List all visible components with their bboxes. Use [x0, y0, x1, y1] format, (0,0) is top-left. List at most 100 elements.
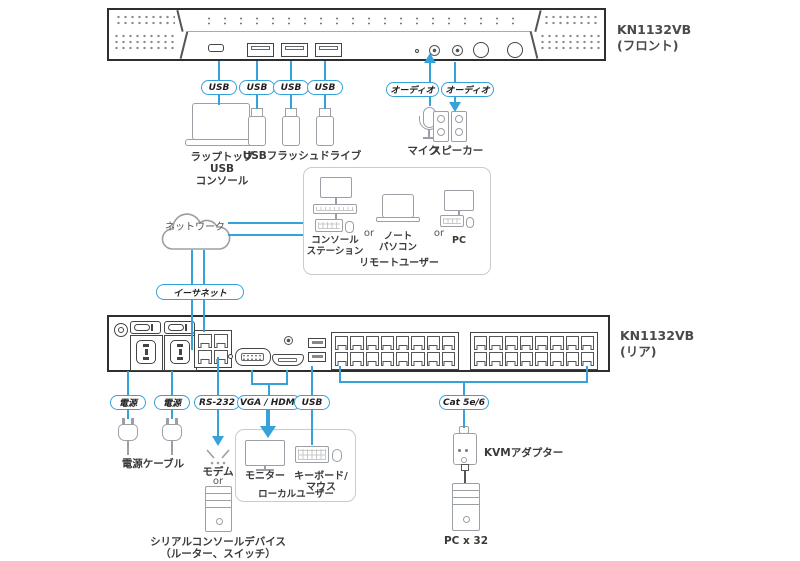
- front-divider-right-top: [534, 10, 542, 32]
- rj45-port: [411, 352, 425, 366]
- pc-tower-icon: [452, 483, 480, 531]
- usb-tag-2: USB: [239, 80, 275, 95]
- power-plug-icon-2: [162, 424, 182, 441]
- serial-device-label-1: シリアルコンソールデバイス: [150, 536, 286, 548]
- remote-laptop-base: [376, 217, 420, 222]
- audio-tag-1: オーディオ: [386, 82, 439, 97]
- power-switch-2: [164, 321, 195, 334]
- vga-hdmi-arrow: [260, 426, 276, 438]
- rj45-port: [580, 336, 594, 350]
- rj45-port: [441, 352, 455, 366]
- usb-port-2: [281, 43, 308, 57]
- rear-usb-tag: USB: [294, 395, 330, 410]
- rj45-port: [350, 352, 364, 366]
- local-user-title: ローカルユーザー: [258, 489, 334, 500]
- hdmi-port: [272, 354, 304, 366]
- rear-usb-port-2: [308, 352, 326, 362]
- rj45-port: [519, 352, 533, 366]
- remote-pc-label: PC: [452, 235, 466, 246]
- rj45-port: [474, 352, 488, 366]
- front-divider-left-top: [176, 10, 184, 32]
- front-panel-label: KN1132VB (フロント): [617, 22, 691, 55]
- remote-user-box: コンソール ステーション or ノート パソコン or PC リモートユーザー: [303, 167, 491, 275]
- flash-drive-label: USBフラッシュドライブ: [242, 150, 362, 162]
- panel-button-1: [473, 42, 489, 58]
- vga-screw-left: [228, 354, 233, 359]
- laptop-label-3: コンソール: [195, 175, 249, 187]
- rj45-port: [489, 352, 503, 366]
- local-mouse-label: マウス: [306, 482, 336, 493]
- rj45-port: [411, 336, 425, 350]
- rj45-port: [365, 352, 379, 366]
- rj45-port: [550, 336, 564, 350]
- server-tower-icon: [205, 486, 232, 532]
- remote-laptop-label-2: パソコン: [378, 242, 417, 253]
- rj45-port: [198, 334, 212, 348]
- console-label-2: ステーション: [306, 246, 364, 257]
- speaker-label: スピーカー: [430, 145, 484, 157]
- kvm-adapter-label: KVMアダプター: [484, 447, 564, 459]
- rj45-port: [474, 336, 488, 350]
- local-monitor-stem: [264, 466, 266, 469]
- rj45-port: [441, 336, 455, 350]
- remote-laptop-icon: [382, 194, 414, 218]
- usb-flash-drive-icon-2: [282, 116, 300, 146]
- rj45-port: [380, 352, 394, 366]
- power-tag-2: 電源: [154, 395, 190, 410]
- power-switch-1: [130, 321, 161, 334]
- ground-screw: [114, 323, 128, 337]
- rj45-port: [335, 352, 349, 366]
- power-cable-1: [127, 441, 129, 455]
- front-crease: [187, 31, 531, 32]
- cat-center-line: [463, 381, 465, 396]
- ethernet-tag: イーサネット: [156, 284, 244, 300]
- laptop-icon: [192, 103, 250, 140]
- microphone-stem: [428, 130, 430, 137]
- console-station-icon: [313, 204, 357, 214]
- hdmi-drop-line: [286, 370, 288, 385]
- rear-model-text: KN1132VB: [620, 328, 695, 343]
- usb-tag-3: USB: [273, 80, 309, 95]
- power-cable-2: [171, 441, 173, 455]
- laptop-base: [185, 139, 257, 146]
- rj45-port: [550, 352, 564, 366]
- power-plug-icon-1: [118, 424, 138, 441]
- console-keyboard-icon: [315, 219, 343, 232]
- vga-hdmi-arrow-line: [266, 410, 270, 427]
- lan-port-block: [194, 330, 232, 368]
- vga-drop-line: [251, 370, 253, 385]
- remote-pc-keyboard-icon: [440, 215, 464, 227]
- rj45-port: [198, 350, 212, 364]
- rear-side-text: (リア): [620, 344, 657, 360]
- rj45-port: [396, 336, 410, 350]
- remote-laptop-label-1: ノート: [383, 231, 413, 242]
- rj45-port: [580, 352, 594, 366]
- power-plug-prong-2b: [175, 418, 178, 425]
- remote-or-1: or: [363, 228, 375, 239]
- front-dot-strip: [201, 16, 523, 27]
- usb-port-3: [315, 43, 342, 57]
- usb-flash-drive-icon-3: [316, 116, 334, 146]
- ethernet-line-1: [191, 250, 193, 350]
- rj45-port: [335, 336, 349, 350]
- rear-panel: [107, 315, 610, 372]
- local-monitor-label: モニター: [245, 471, 285, 482]
- front-left-vent: [115, 14, 175, 25]
- rear-usb-port-1: [308, 338, 326, 348]
- vga-port: [235, 348, 271, 366]
- cloud-link-line-2: [228, 234, 303, 236]
- speaker-jack: [452, 45, 463, 56]
- front-led: [415, 49, 419, 53]
- console-station-stem: [335, 214, 337, 219]
- rj45-port: [426, 336, 440, 350]
- local-keyboard-label: キーボード/: [294, 471, 348, 482]
- laptop-label-1: ラップトップ: [190, 151, 254, 163]
- modem-label: モデム: [202, 466, 234, 478]
- rj45-port: [504, 352, 518, 366]
- rj45-port: [519, 336, 533, 350]
- rear-audio-jack: [284, 336, 293, 345]
- kvm-adapter-plug: [461, 464, 469, 471]
- vga-hdmi-center-line: [268, 383, 270, 396]
- rj45-port: [214, 334, 228, 348]
